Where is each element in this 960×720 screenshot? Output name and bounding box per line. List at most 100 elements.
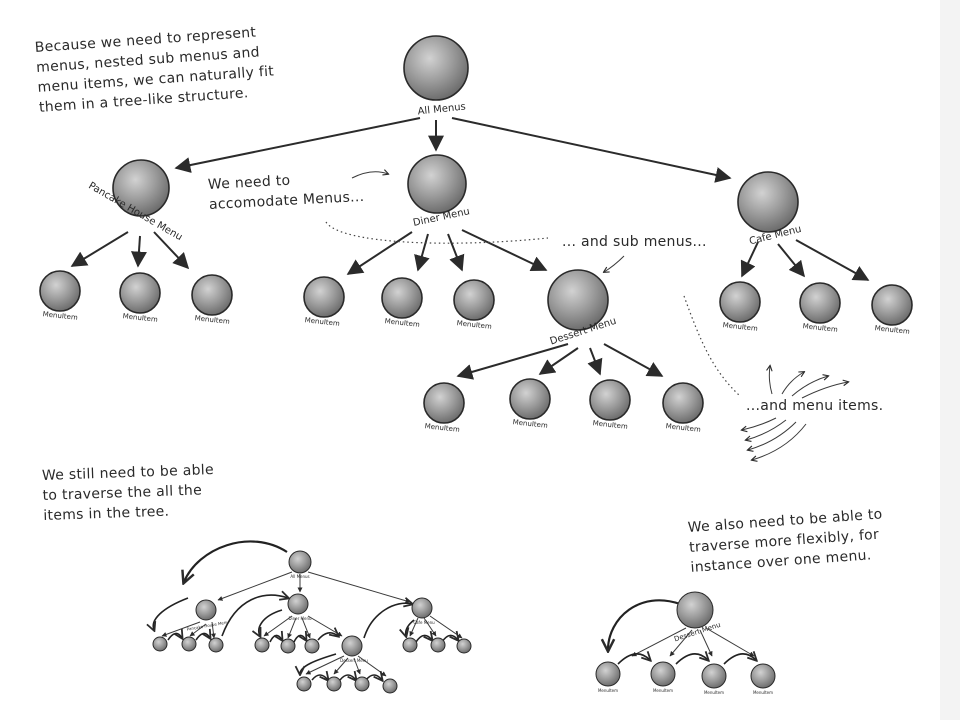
node-cafe-item-2 [799,282,841,324]
edge-cafe-item2 [777,243,806,278]
label-dessert-item-1: MenuItem [424,422,460,434]
traverse-curve-item1-item2 [167,633,182,640]
mini-node-all-menus [288,550,312,574]
label-cafe-item-2: MenuItem [802,322,838,334]
traverse-curve-pancake-item1 [153,597,189,630]
mini-label-dessert-menu: Dessert Menu [340,658,368,663]
flex-node-item-1 [595,661,621,687]
flex-curve-i2-i3 [675,654,708,665]
mini-node-pancake-menu [195,599,217,621]
flourish-down-2 [746,419,787,440]
label-dessert-item-4: MenuItem [665,422,701,434]
label-dessert-item-3: MenuItem [592,419,628,431]
mini-edge-diner-2 [287,617,297,639]
node-dessert-item-4 [662,382,704,424]
flex-curve-i1-i2 [617,654,650,665]
accommodate-line-1: We need to [208,173,291,193]
flex-label-item-2: MenuItem [653,688,673,693]
flourish-up-4 [801,382,848,399]
traverse-all-line-1: We still need to be able [42,462,215,484]
mini-edge-dessert-2 [333,657,349,675]
label-diner-item-2: MenuItem [384,317,420,329]
traverse-curve-root-pancake [184,540,288,582]
mini-edge-diner-3 [301,617,311,639]
flex-node-item-3 [701,663,727,689]
mini-edge-root-cafe [307,571,411,604]
mini-node-dessert-item-4 [382,678,398,694]
flourish-down-4 [752,423,807,460]
traverse-curve-d2-d3 [293,635,306,642]
traverse-curve-d3-dessert [317,633,338,641]
main-tree-nodes [39,35,913,424]
mini-node-pancake-item-2 [181,636,197,652]
traverse-curve-c1-c2 [415,635,432,643]
mini-node-pancake-item-3 [208,637,224,653]
edge-pancake-item2 [130,235,147,268]
dotted-guide-submenus [325,221,549,244]
accommodate-note: We need to accomodate Menus... [208,169,365,213]
main-tree-labels: All Menus Pancake House Menu Diner Menu … [42,102,910,434]
label-all-menus: All Menus [417,102,466,118]
edge-dessert-item1 [456,343,569,380]
mini-node-cafe-item-2 [430,637,446,653]
edge-diner-dessert [461,229,548,272]
traverse-curve-item2-item3 [195,633,210,640]
traverse-all-note: We still need to be able to traverse the… [42,462,221,524]
node-diner-item-1 [303,276,345,318]
traverse-curve-e2-e3 [339,675,356,680]
flex-node-item-2 [650,661,676,687]
flourish-up-2 [781,372,804,395]
label-cafe-item-1: MenuItem [722,321,758,333]
mini-node-cafe-item-3 [456,638,472,654]
node-diner-item-2 [381,277,423,319]
traverse-flex-tree: Dessert Menu MenuItem MenuItem MenuItem … [595,591,776,695]
label-pancake-item-1: MenuItem [42,310,78,322]
mini-node-dessert-item-3 [354,676,370,692]
node-diner-item-3 [453,279,495,321]
edge-diner-item2 [414,233,430,272]
flex-label-item-3: MenuItem [704,690,724,695]
node-dessert-item-2 [509,378,551,420]
mini-edge-cafe-1 [409,617,419,637]
node-cafe-menu [737,171,799,233]
node-pancake-menu [112,159,170,217]
node-dessert-menu [547,269,609,331]
node-cafe-item-3 [871,284,913,326]
mini-node-cafe-item-1 [402,637,418,653]
sub-menus-arrow [604,255,625,272]
accommodate-arrow [351,172,388,179]
mini-label-pancake-menu: Pancake House Menu [186,619,229,631]
node-cafe-item-1 [719,281,761,323]
traverse-curve-d1-d2 [269,635,282,642]
traverse-curve-c2-c3 [441,635,458,643]
flex-label-item-4: MenuItem [753,690,773,695]
mini-edge-diner-dessert [307,615,343,637]
edge-pancake-item1 [70,231,129,267]
mini-label-all-menus: All Menus [290,574,309,579]
traverse-all-tree: All Menus Pancake House Menu Diner Menu … [153,540,472,694]
mini-edge-root-pancake [217,571,293,601]
mini-node-diner-item-3 [304,638,320,654]
mini-node-diner-item-1 [254,637,270,653]
traverse-curve-cafe-c1 [406,619,415,636]
edge-cafe-item3 [795,239,870,281]
traverse-curve-e3-e4 [365,675,382,680]
scan-margin [940,0,960,720]
flourish-down-3 [748,421,797,450]
label-pancake-item-2: MenuItem [122,312,158,324]
mini-node-cafe-menu [411,597,433,619]
traverse-all-line-2: to traverse the all the [42,482,202,504]
node-pancake-item-3 [191,274,233,316]
flourish-up-1 [769,366,772,395]
main-tree-edges [70,117,870,380]
traverse-flex-note: We also need to be able to traverse more… [687,506,890,576]
edge-root-pancake [174,117,421,173]
flex-curve-i3-i4 [723,654,756,665]
mini-label-diner-menu: Diner Menu [288,616,312,621]
node-pancake-item-2 [119,272,161,314]
label-diner-item-3: MenuItem [456,319,492,331]
flex-curve-root-item1 [608,599,681,650]
mini-edge-dessert-3 [353,657,361,675]
mini-node-dessert-item-2 [326,676,342,692]
